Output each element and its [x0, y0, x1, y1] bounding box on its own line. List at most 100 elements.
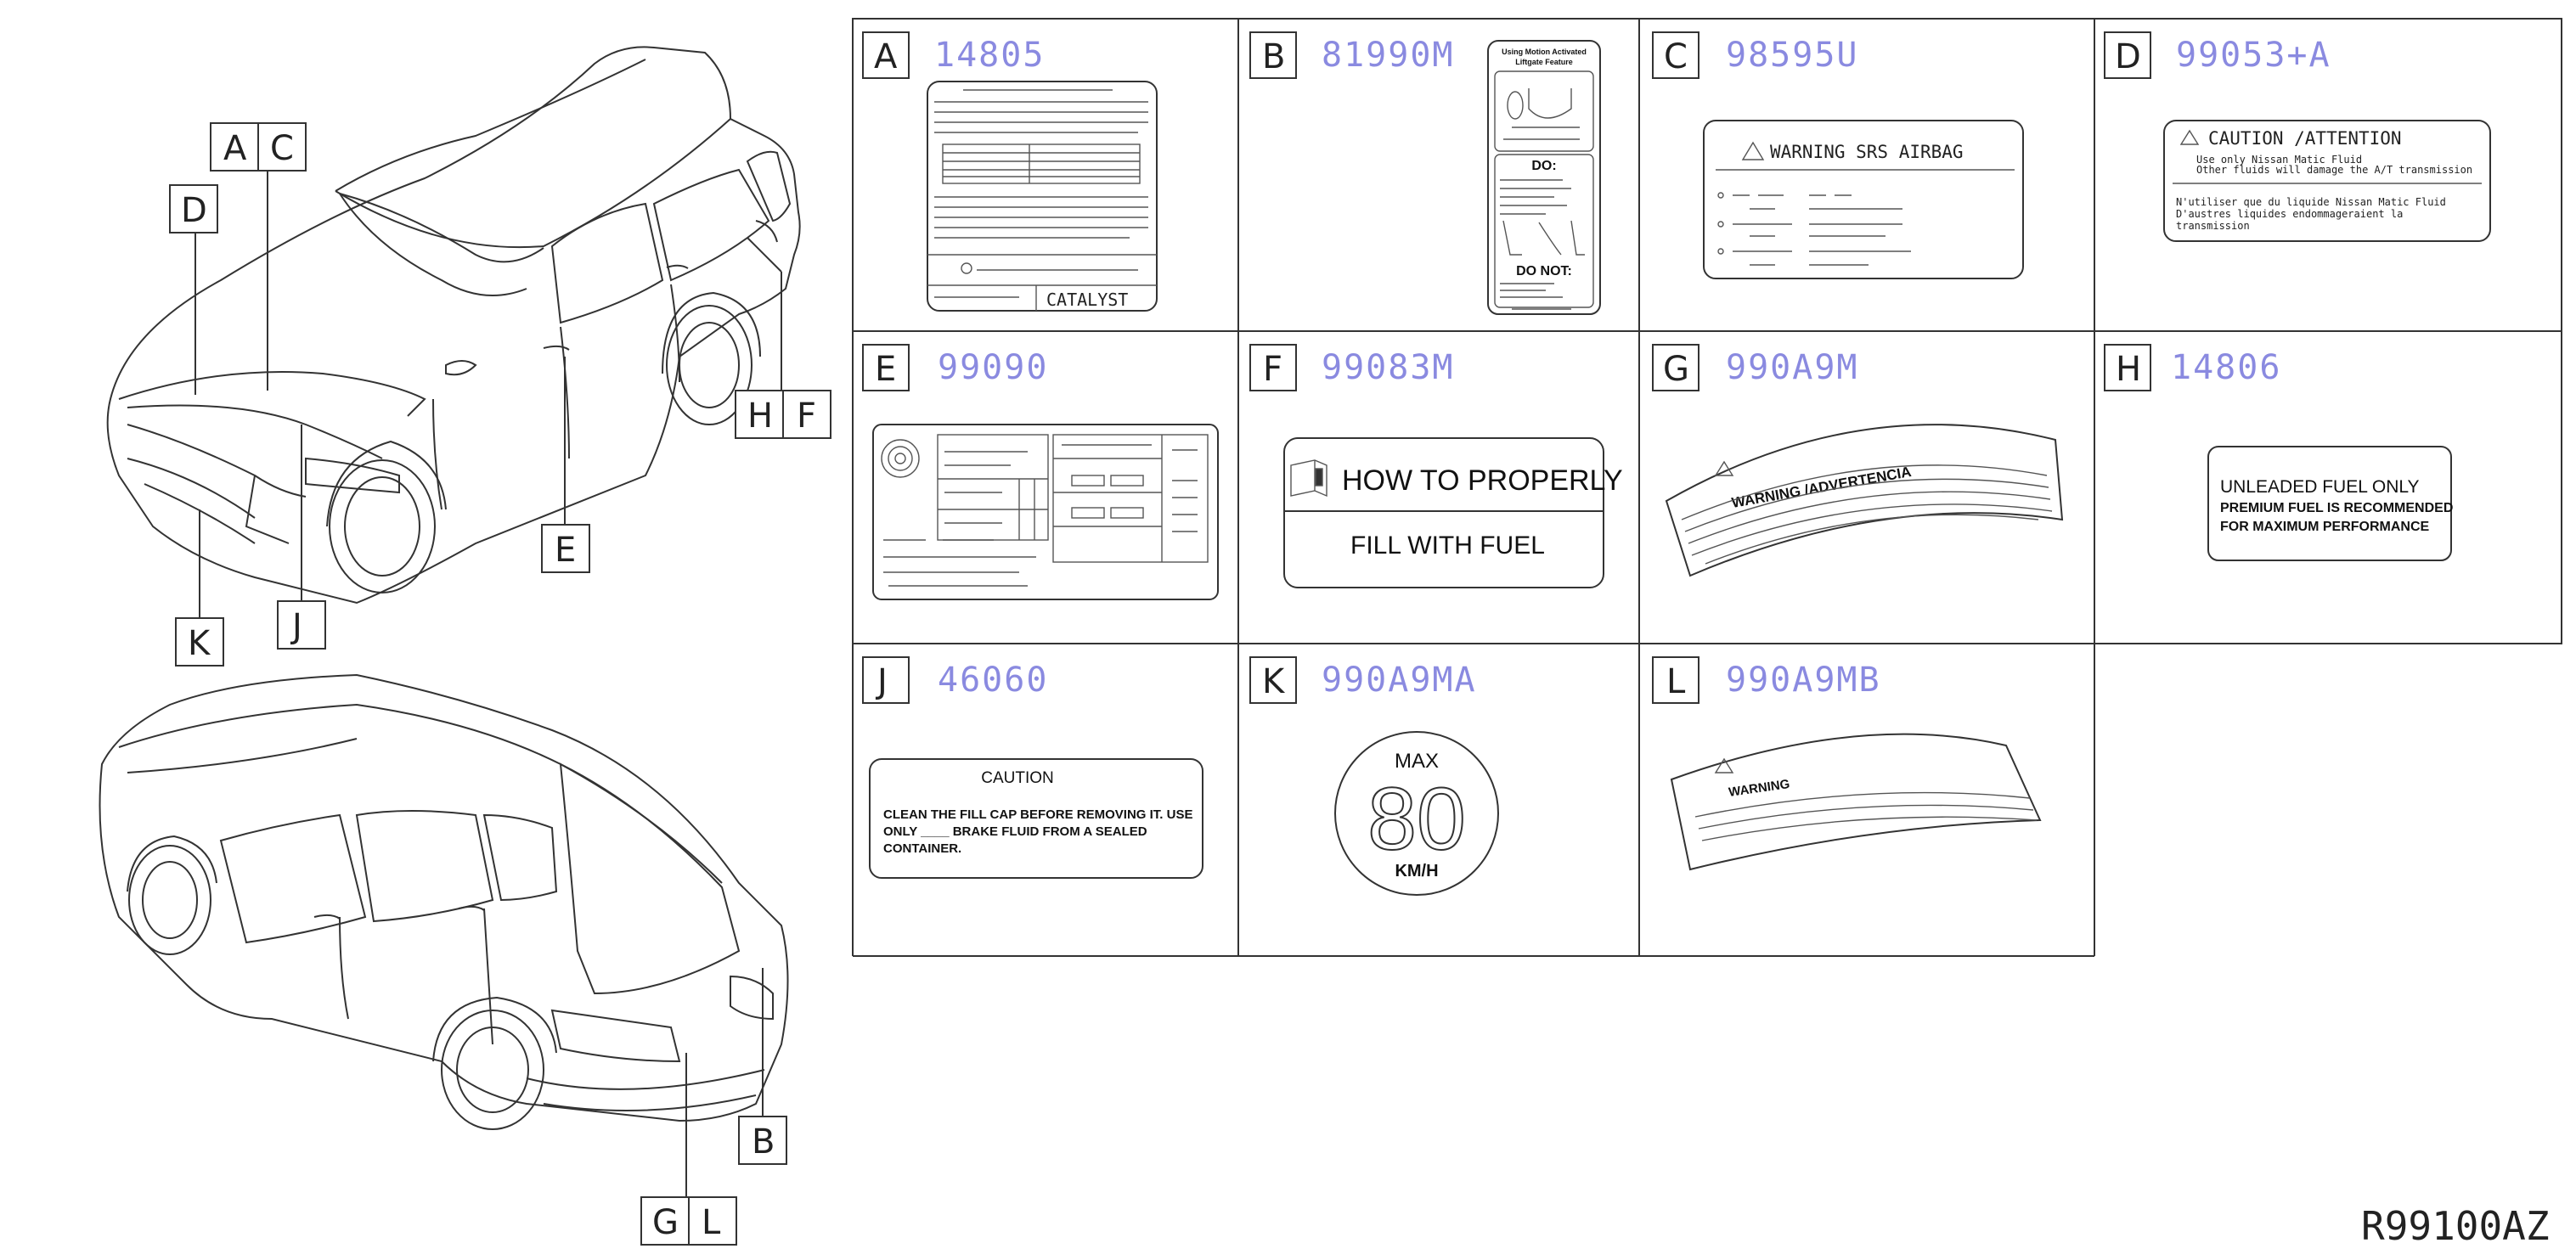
callout-L[interactable] [688, 1196, 737, 1246]
svg-text:FILL WITH FUEL: FILL WITH FUEL [1350, 532, 1545, 560]
svg-text:FOR MAXIMUM PERFORMANCE: FOR MAXIMUM PERFORMANCE [2220, 520, 2430, 534]
svg-text:UNLEADED FUEL ONLY: UNLEADED FUEL ONLY [2220, 477, 2420, 497]
svg-text:E: E [875, 350, 896, 389]
label-K-speed-80: MAX 80 KM/H [1334, 731, 1499, 896]
svg-text:transmission: transmission [2176, 220, 2250, 232]
label-F-fill-fuel: HOW TO PROPERLY FILL WITH FUEL [1283, 437, 1623, 588]
svg-text:Use only Nissan Matic Fluid: Use only Nissan Matic Fluid [2196, 154, 2362, 166]
svg-text:C: C [1664, 37, 1688, 76]
svg-text:14805: 14805 [934, 36, 1045, 75]
label-E-tire-placard [872, 424, 1219, 600]
svg-text:81990M: 81990M [1322, 36, 1455, 75]
callout-F[interactable] [782, 390, 831, 439]
cell-J-header: J 46060 [862, 656, 1048, 704]
cell-headers: A 14805 B 81990M C 98595U D 99053+A E 99… [862, 31, 2331, 704]
callout-C[interactable] [257, 122, 307, 172]
label-C-srs-airbag: WARNING SRS AIRBAG [1703, 120, 2024, 279]
vehicle-rear-view [99, 673, 789, 1130]
svg-text:J: J [875, 662, 888, 701]
svg-text:A: A [874, 37, 898, 76]
cell-H-header: H 14806 [2104, 344, 2281, 391]
svg-text:WARNING SRS AIRBAG: WARNING SRS AIRBAG [1770, 142, 1964, 162]
cell-L-header: L 990A9MB [1652, 656, 1881, 704]
svg-text:80: 80 [1367, 770, 1466, 869]
svg-text:99090: 99090 [938, 348, 1048, 387]
svg-text:J: J [290, 607, 302, 646]
svg-text:K: K [1262, 662, 1286, 701]
vehicle-front-view [106, 46, 801, 605]
label-H-unleaded-fuel: UNLEADED FUEL ONLY PREMIUM FUEL IS RECOM… [2207, 446, 2453, 561]
svg-text:G: G [1663, 350, 1689, 389]
svg-text:A: A [223, 129, 247, 168]
warning-triangle-icon [1741, 141, 1765, 160]
label-A-emission: CATALYST [927, 81, 1158, 312]
svg-text:14806: 14806 [2171, 348, 2281, 387]
svg-text:98595U: 98595U [1726, 36, 1859, 75]
cell-G-header: G 990A9M [1652, 344, 1859, 391]
svg-text:CONTAINER.: CONTAINER. [883, 841, 961, 856]
svg-text:E: E [555, 531, 576, 570]
callout-H[interactable] [735, 390, 784, 439]
svg-text:MAX: MAX [1395, 750, 1439, 773]
diagram-id: R99100AZ [2361, 1203, 2550, 1249]
svg-text:Other fluids will damage the A: Other fluids will damage the A/T transmi… [2196, 164, 2472, 176]
cell-F-header: F 99083M [1249, 344, 1455, 391]
callout-J[interactable] [277, 600, 326, 650]
svg-text:F: F [1263, 350, 1282, 389]
manual-book-icon [1290, 459, 1327, 498]
svg-text:B: B [1262, 37, 1285, 76]
svg-text:D: D [2115, 37, 2141, 76]
svg-text:D: D [181, 191, 207, 230]
svg-text:L: L [1666, 662, 1686, 701]
callout-B[interactable] [738, 1116, 787, 1165]
label-G-curved-warning: WARNING /ADVERTENCIA [1665, 424, 2064, 577]
cell-B-header: B 81990M [1249, 31, 1455, 79]
warning-triangle-icon [1714, 460, 1734, 476]
callout-E[interactable] [541, 524, 590, 573]
callout-K[interactable] [175, 617, 224, 667]
svg-text:HOW TO PROPERLY: HOW TO PROPERLY [1342, 464, 1623, 497]
leader-lines [194, 170, 782, 1197]
svg-text:DO NOT:: DO NOT: [1516, 264, 1572, 278]
svg-text:Using Motion Activated: Using Motion Activated [1502, 48, 1587, 56]
svg-text:DO:: DO: [1531, 159, 1556, 173]
svg-text:K: K [188, 624, 211, 663]
svg-text:F: F [797, 397, 816, 436]
label-J-brake-fluid: CAUTION CLEAN THE FILL CAP BEFORE REMOVI… [869, 758, 1203, 879]
svg-text:PREMIUM FUEL IS RECOMMENDED: PREMIUM FUEL IS RECOMMENDED [2220, 501, 2453, 515]
svg-text:990A9M: 990A9M [1726, 348, 1859, 387]
label-L-curved-warning: WARNING [1670, 733, 2042, 871]
cell-D-header: D 99053+A [2104, 31, 2331, 79]
cell-K-header: K 990A9MA [1249, 656, 1477, 704]
svg-text:CAUTION: CAUTION [981, 769, 1054, 787]
svg-text:CLEAN THE FILL CAP BEFORE REMO: CLEAN THE FILL CAP BEFORE REMOVING IT. U… [883, 807, 1192, 822]
svg-text:L: L [702, 1203, 721, 1242]
callout-D[interactable] [169, 184, 218, 233]
svg-text:Liftgate Feature: Liftgate Feature [1515, 58, 1573, 66]
callout-boxes: A C D H F E K J B G L [169, 122, 831, 1246]
svg-text:990A9MB: 990A9MB [1726, 661, 1881, 700]
caution-triangle-icon [2179, 129, 2200, 145]
svg-text:WARNING: WARNING [1728, 777, 1790, 800]
svg-text:99083M: 99083M [1322, 348, 1455, 387]
svg-text:990A9MA: 990A9MA [1322, 661, 1477, 700]
cell-C-header: C 98595U [1652, 31, 1859, 79]
svg-text:46060: 46060 [938, 661, 1048, 700]
cell-E-header: E 99090 [862, 344, 1048, 391]
svg-text:CATALYST: CATALYST [1046, 290, 1128, 310]
svg-text:C: C [270, 129, 294, 168]
svg-text:G: G [652, 1203, 679, 1242]
callout-G[interactable] [640, 1196, 690, 1246]
label-B-liftgate: Using Motion Activated Liftgate Feature … [1487, 40, 1601, 315]
svg-text:ONLY ____ BRAKE FLUID FROM A S: ONLY ____ BRAKE FLUID FROM A SEALED [883, 824, 1147, 839]
svg-text:N'utiliser que du liquide Niss: N'utiliser que du liquide Nissan Matic F… [2176, 196, 2446, 208]
svg-text:99053+A: 99053+A [2176, 36, 2331, 75]
svg-text:H: H [2116, 350, 2141, 389]
svg-text:D'austres liquides endommagera: D'austres liquides endommageraient la [2176, 208, 2403, 220]
cell-A-header: A 14805 [862, 31, 1045, 79]
svg-text:CAUTION /ATTENTION: CAUTION /ATTENTION [2208, 128, 2402, 149]
label-D-caution-fluid: CAUTION /ATTENTION Use only Nissan Matic… [2163, 120, 2491, 242]
svg-text:H: H [747, 397, 773, 436]
warning-triangle-icon [1714, 757, 1734, 773]
